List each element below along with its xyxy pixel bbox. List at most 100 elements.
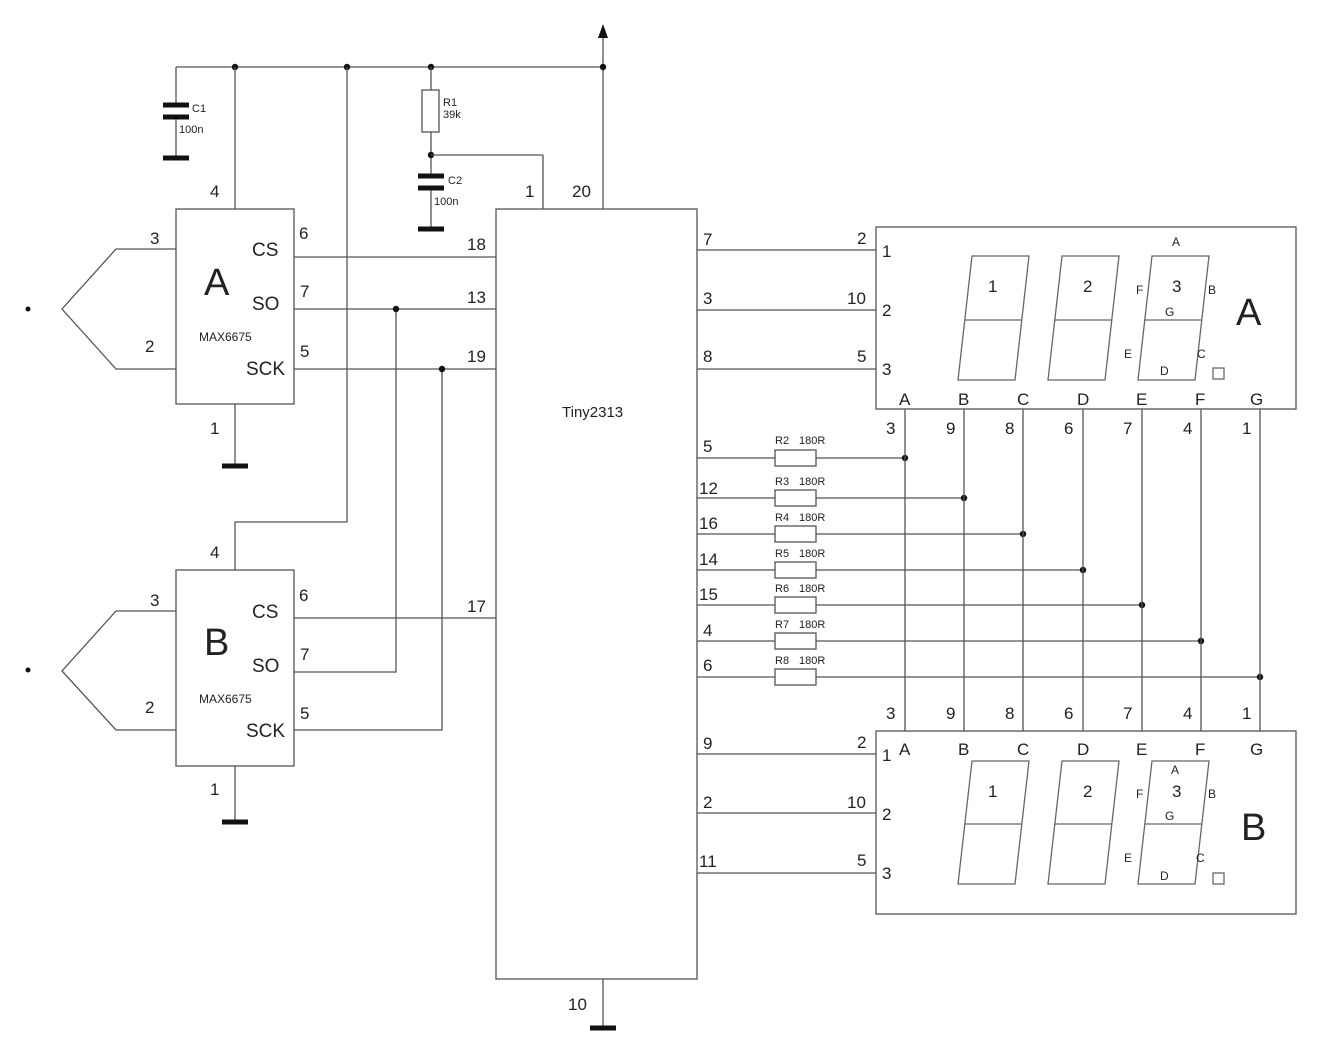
segment-label: G <box>1165 305 1174 319</box>
pin-number: 7 <box>300 645 309 664</box>
pin-number: 4 <box>1183 704 1192 723</box>
pin-number: 4 <box>210 182 219 201</box>
resistor-name: R5 <box>775 548 789 560</box>
digit-label: 2 <box>1083 782 1092 801</box>
c1-value: 100n <box>179 124 203 136</box>
display-a-letter: A <box>1236 292 1262 334</box>
pin-number: 9 <box>946 419 955 438</box>
digit-label: 1 <box>988 782 997 801</box>
resistor-r5: R5 180R <box>697 548 1087 579</box>
digit-label: 2 <box>1083 277 1092 296</box>
resistor-r3: R3 180R <box>697 476 968 507</box>
resistor-value: 180R <box>799 435 825 447</box>
segment-letter: F <box>1195 390 1205 409</box>
sensor-a-sck-label: SCK <box>246 359 285 380</box>
pin-number: 10 <box>568 995 587 1014</box>
c1-name: C1 <box>192 103 206 115</box>
segment-label: F <box>1136 787 1143 801</box>
resistor-value: 180R <box>799 583 825 595</box>
segment-letter: C <box>1017 390 1029 409</box>
segment-letter: B <box>958 390 969 409</box>
digit-label: 3 <box>1172 277 1181 296</box>
segment-letter: F <box>1195 740 1205 759</box>
resistor-name: R4 <box>775 512 789 524</box>
resistor-r4: R4 180R <box>697 512 1027 543</box>
segment-letter: A <box>899 390 911 409</box>
thermocouple-tip <box>25 306 31 312</box>
decimal-point <box>1212 367 1225 380</box>
pin-number: 5 <box>857 347 866 366</box>
capacitor-c1: C1 100n <box>163 67 206 161</box>
pin-number: 10 <box>847 289 866 308</box>
digit-wiring <box>697 249 876 874</box>
sensor-b-letter: B <box>204 622 229 664</box>
pin-number: 6 <box>703 656 712 675</box>
resistor-r6: R6 180R <box>697 583 1146 614</box>
sensor-b-sck-label: SCK <box>246 721 285 742</box>
segment-letter: E <box>1136 390 1147 409</box>
segment-letter: G <box>1250 740 1263 759</box>
pin-number: 5 <box>300 342 309 361</box>
segment-label: C <box>1197 347 1206 361</box>
segment-letter: D <box>1077 740 1089 759</box>
resistor-value: 180R <box>799 619 825 631</box>
pin-number: 8 <box>1005 704 1014 723</box>
segment-label: A <box>1171 763 1179 777</box>
pin-number: 2 <box>857 229 866 248</box>
resistor-value: 180R <box>799 476 825 488</box>
pin-number: 5 <box>300 704 309 723</box>
digit-2: 2 <box>1047 255 1120 381</box>
pin-number: 7 <box>703 230 712 249</box>
digit-1: 1 <box>957 760 1030 885</box>
sensor-a-part: MAX6675 <box>199 330 252 344</box>
segment-letter: B <box>958 740 969 759</box>
segment-label: D <box>1160 364 1169 378</box>
segment-label: A <box>1172 235 1180 249</box>
pin-number: 2 <box>882 805 891 824</box>
pin-number: 10 <box>847 793 866 812</box>
segment-label: B <box>1208 787 1216 801</box>
resistor-r7: R7 180R <box>697 619 1205 650</box>
r1-value: 39k <box>443 109 461 121</box>
pin-number: 6 <box>299 586 308 605</box>
digit-2: 2 <box>1047 760 1120 885</box>
reset-network: R1 39k C2 100n <box>418 67 544 232</box>
pin-number: 1 <box>1242 704 1251 723</box>
pin-number: 2 <box>857 733 866 752</box>
segment-label: B <box>1208 283 1216 297</box>
segment-label: E <box>1124 851 1132 865</box>
segment-letter: C <box>1017 740 1029 759</box>
pin-number: 6 <box>1064 419 1073 438</box>
segment-letter: D <box>1077 390 1089 409</box>
pin-number: 7 <box>1123 704 1132 723</box>
resistor-value: 180R <box>799 655 825 667</box>
pin-number: 18 <box>467 235 486 254</box>
decimal-point <box>1212 872 1225 885</box>
sensor-a-so-label: SO <box>252 294 279 315</box>
segment-letter: A <box>899 740 911 759</box>
pin-number: 3 <box>882 864 891 883</box>
display-a: 1 2 3 2 10 5 1 2 3 A B C D E F G A <box>847 226 1297 438</box>
sensor-a-letter: A <box>204 262 230 304</box>
segment-label: G <box>1165 809 1174 823</box>
resistor-name: R2 <box>775 435 789 447</box>
pin-number: 3 <box>150 591 159 610</box>
segment-label: F <box>1136 283 1143 297</box>
pin-number: 2 <box>145 698 154 717</box>
segment-resistors: R2 180R R3 180R R4 180R R5 180R <box>697 435 1264 686</box>
thermocouple-tip <box>25 667 31 673</box>
pin-number: 8 <box>703 347 712 366</box>
segment-letter: E <box>1136 740 1147 759</box>
digit-3: 3 A B C D E F G <box>1124 760 1216 885</box>
pin-number: 4 <box>1183 419 1192 438</box>
pin-number: 19 <box>467 347 486 366</box>
resistor-name: R7 <box>775 619 789 631</box>
pin-number: 7 <box>300 282 309 301</box>
pin-number: 1 <box>882 746 891 765</box>
junction-dot <box>392 305 400 313</box>
segment-label: C <box>1196 851 1205 865</box>
digit-3: 3 A B C D E F G <box>1124 235 1216 381</box>
c2-name: C2 <box>448 175 462 187</box>
pin-number: 5 <box>857 851 866 870</box>
